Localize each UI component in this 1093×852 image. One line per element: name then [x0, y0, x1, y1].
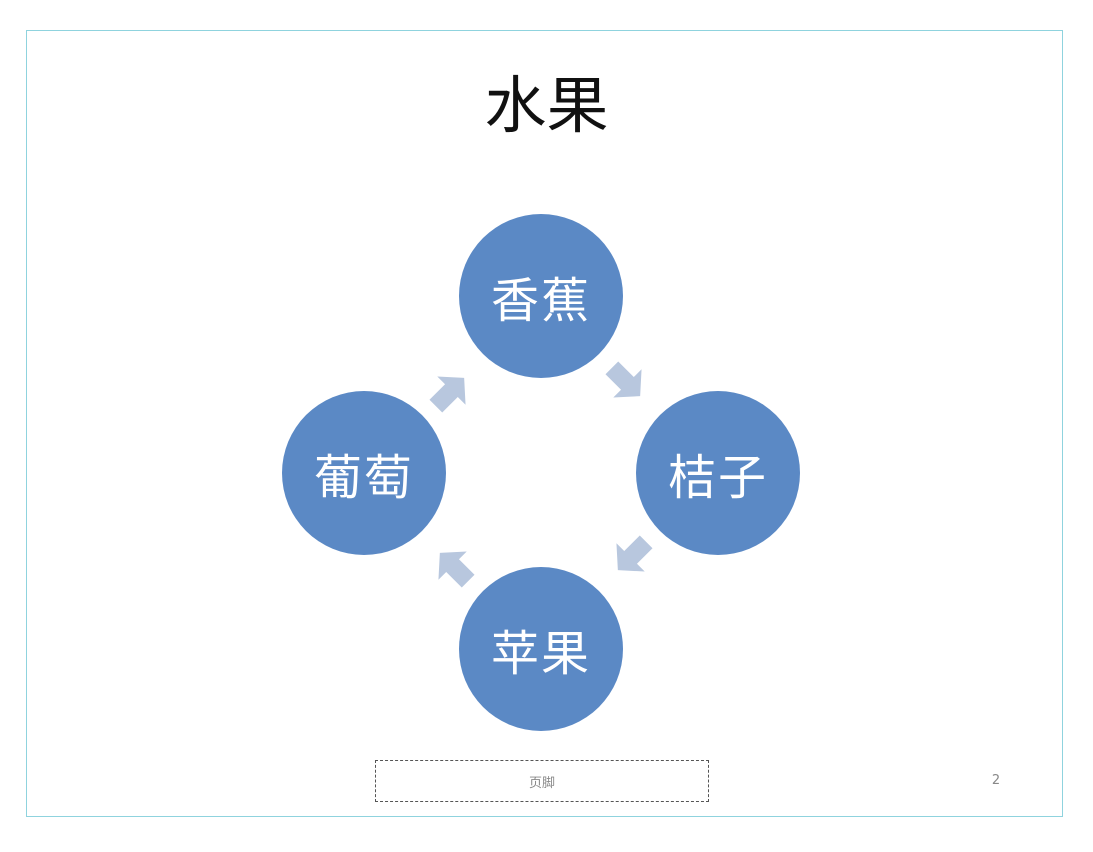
cycle-node-label: 桔子 [667, 450, 768, 506]
cycle-arrow-down-right-icon [600, 356, 652, 408]
cycle-node-banana[interactable]: 香蕉 [459, 214, 623, 378]
page-number: 2 [991, 773, 1001, 788]
cycle-node-orange[interactable]: 桔子 [636, 391, 800, 555]
cycle-node-label: 苹果 [490, 626, 591, 682]
slide-title[interactable]: 水果 [484, 69, 609, 142]
footer-text: 页脚 [528, 775, 555, 791]
cycle-arrow-up-right-icon [424, 366, 476, 418]
cycle-node-label: 葡萄 [313, 450, 414, 506]
footer-placeholder[interactable]: 页脚 [375, 760, 709, 802]
cycle-node-grape[interactable]: 葡萄 [282, 391, 446, 555]
cycle-arrow-up-left-icon [428, 541, 480, 593]
cycle-node-apple[interactable]: 苹果 [459, 567, 623, 731]
cycle-arrow-down-left-icon [606, 530, 658, 582]
cycle-node-label: 香蕉 [490, 273, 591, 329]
